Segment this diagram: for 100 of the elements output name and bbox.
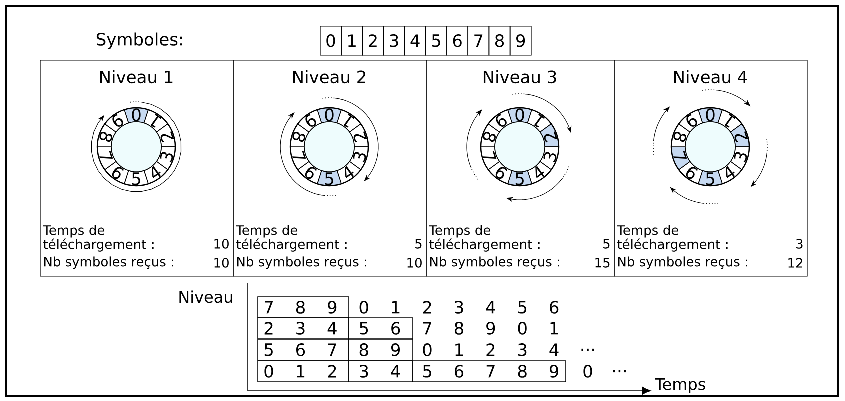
sequence-symbol: 3 xyxy=(360,365,368,378)
wheel-digit: 4 xyxy=(536,166,545,178)
sequence-symbol: 4 xyxy=(328,322,337,335)
axis-label: Temps xyxy=(655,378,706,394)
sequence-symbol: 2 xyxy=(486,344,495,356)
wheel-digit: 1 xyxy=(150,114,162,128)
wheel-digit: 8 xyxy=(483,132,496,142)
axis-label: Niveau xyxy=(180,290,232,304)
symbol-cell: 1 xyxy=(341,26,363,56)
wheel-digit: 8 xyxy=(674,132,686,142)
wheel-digit: 2 xyxy=(544,132,558,143)
sequence-symbol: 7 xyxy=(328,344,336,356)
wheel-digit: 6 xyxy=(496,167,508,180)
wheel-digit: 9 xyxy=(496,114,507,127)
symbol-cell: 9 xyxy=(510,26,532,56)
wheel-digit: 1 xyxy=(344,114,355,128)
wheel-digit: 3 xyxy=(544,152,557,163)
sequence-symbol: 9 xyxy=(391,344,400,356)
info-text: Nb symboles reçus : xyxy=(618,256,748,270)
sequence-symbol: 9 xyxy=(550,365,558,378)
info-text: Nb symboles reçus : xyxy=(44,256,174,270)
sequence-symbol: 5 xyxy=(360,322,368,335)
wheel-digit: 9 xyxy=(686,114,698,127)
sequence-symbol: 6 xyxy=(296,344,306,356)
wheel-digit: 4 xyxy=(345,166,354,178)
symbol-cell: 8 xyxy=(488,26,511,56)
wheel-digit: 7 xyxy=(673,151,688,159)
info-value: 10 xyxy=(214,239,229,249)
level-panel xyxy=(233,60,427,277)
sequence-symbol: 8 xyxy=(296,301,305,314)
wheel-digit: 8 xyxy=(292,132,306,142)
sequence-symbol: 4 xyxy=(486,301,496,314)
sequence-symbol: 6 xyxy=(550,301,559,314)
sequence-symbol: 0 xyxy=(423,344,432,356)
info-value: 10 xyxy=(214,258,229,268)
wheel-digit: 0 xyxy=(132,108,141,122)
wheel-digit: 0 xyxy=(516,108,524,122)
sequence-symbol: ... xyxy=(582,348,594,352)
sequence-symbol: 2 xyxy=(423,301,432,314)
panel-title: Niveau 1 xyxy=(100,70,173,84)
wheel-digit: 5 xyxy=(516,172,524,186)
sequence-symbol: 5 xyxy=(423,365,432,378)
wheel-digit: 4 xyxy=(726,166,736,178)
sequence-symbol: 3 xyxy=(296,322,305,335)
wheel-digit: 3 xyxy=(353,152,366,163)
sequence-symbol: 8 xyxy=(454,322,464,335)
sequence-symbol: 4 xyxy=(391,365,400,378)
wheel-digit: 2 xyxy=(734,132,748,143)
wheel-digit: 5 xyxy=(325,172,334,186)
sequence-symbol: 6 xyxy=(392,322,400,335)
sequence-symbol: 0 xyxy=(518,322,527,335)
sequence-symbol: 9 xyxy=(328,301,337,314)
sequence-symbol: 1 xyxy=(456,344,464,356)
wheel-digit: 0 xyxy=(325,108,334,122)
sequence-symbol: 9 xyxy=(486,322,496,335)
info-value: 10 xyxy=(408,258,422,268)
wheel-digit: 4 xyxy=(152,166,162,178)
wheel-digit: 9 xyxy=(306,114,316,127)
symbol-cell: 0 xyxy=(320,26,342,56)
wheel-digit: 6 xyxy=(305,167,318,180)
panel-title: Niveau 2 xyxy=(293,70,366,84)
sequence-symbol: 5 xyxy=(518,301,527,314)
sequence-symbol: 4 xyxy=(550,344,559,356)
wheel-digit: 7 xyxy=(292,151,306,159)
panel-title: Niveau 3 xyxy=(484,70,556,84)
wheel-digit: 7 xyxy=(99,151,114,159)
sequence-symbol: 1 xyxy=(550,322,558,335)
sequence-symbol: 2 xyxy=(264,322,273,335)
wheel-digit: 6 xyxy=(112,167,124,180)
sequence-symbol: 7 xyxy=(265,301,273,314)
info-value: 12 xyxy=(788,258,802,268)
wheel-digit: 0 xyxy=(706,108,715,122)
sequence-symbol: 0 xyxy=(360,301,368,314)
wheel-digit: 8 xyxy=(100,132,113,142)
info-text: Temps de téléchargement : xyxy=(429,225,540,252)
sequence-symbol: 1 xyxy=(392,301,400,314)
info-text: Nb symboles reçus : xyxy=(430,256,560,270)
info-value: 15 xyxy=(596,258,610,268)
sequence-symbol: 3 xyxy=(455,301,464,314)
sequence-symbol: 0 xyxy=(584,365,592,378)
info-text: Temps de téléchargement : xyxy=(236,225,347,252)
wheel-digit: 3 xyxy=(160,152,174,163)
sequence-symbol: 2 xyxy=(328,365,336,378)
wheel-digit: 5 xyxy=(132,172,140,186)
sequence-symbol: 6 xyxy=(455,365,464,378)
sequence-symbol: 7 xyxy=(486,365,495,378)
symbol-cell: 7 xyxy=(468,26,490,56)
info-text: Temps de téléchargement : xyxy=(43,225,154,252)
info-value: 3 xyxy=(796,239,803,249)
symbol-cell: 4 xyxy=(404,26,426,56)
sequence-symbol: 3 xyxy=(518,344,527,356)
wheel-digit: 2 xyxy=(354,132,368,143)
sequence-symbol: 8 xyxy=(360,344,368,356)
level-panel xyxy=(40,60,234,277)
level-panel xyxy=(426,60,615,277)
sequence-symbol: 5 xyxy=(264,344,273,356)
wheel-digit: 1 xyxy=(534,114,546,128)
sequence-symbol: 8 xyxy=(518,365,527,378)
symbol-cell: 5 xyxy=(426,26,448,56)
info-value: 5 xyxy=(604,239,610,249)
